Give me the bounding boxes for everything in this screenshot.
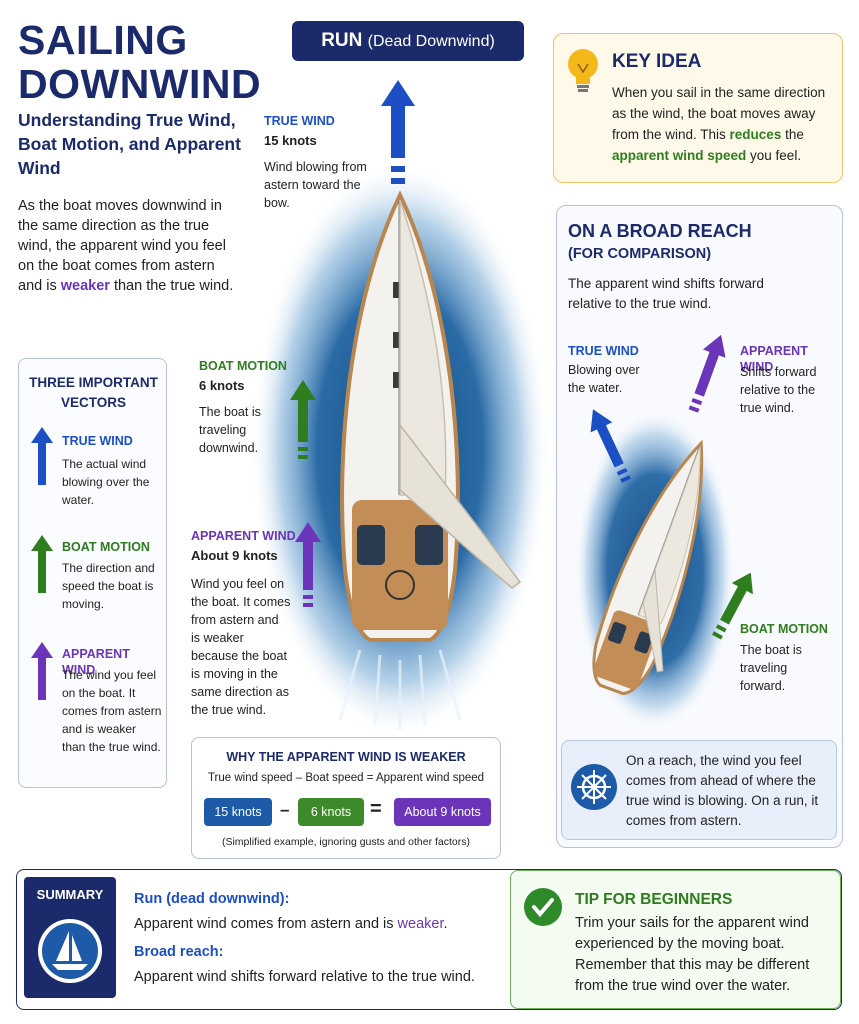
boat-motion-legend-arrow-icon — [31, 535, 53, 593]
why-title: WHY THE APPARENT WIND IS WEAKER — [226, 750, 466, 764]
reach-apparent-wind-title: APPARENT WIND — [740, 344, 808, 374]
summary-run-text: Apparent wind comes from astern and is w… — [134, 914, 448, 934]
reach-boat-motion-desc: The boat is traveling forward. — [740, 643, 802, 693]
run-pill-main: RUN — [321, 30, 363, 51]
why-footnote: (Simplified example, ignoring gusts and … — [221, 836, 471, 848]
key-idea-text: When you sail in the same direction as t… — [612, 82, 834, 166]
summary-run-emph: weaker — [397, 916, 444, 932]
reach-apparent-wind-desc: Shifts forward relative to the true wind… — [740, 365, 817, 415]
sailboat-icon — [38, 919, 102, 983]
reach-apparent-wind-arrow-icon — [688, 334, 726, 413]
run-apparent-wind-desc: Wind you feel on the boat. It comes from… — [191, 577, 291, 717]
true-wind-chip: 15 knots — [204, 798, 272, 826]
intro-text: As the boat moves downwind in the same d… — [18, 196, 238, 296]
key-idea-part-2: the — [781, 127, 804, 142]
run-boat-motion-desc: The boat is traveling downwind. — [199, 405, 261, 455]
run-true-wind-desc: Wind blowing from astern toward the bow. — [264, 160, 367, 210]
intro-part-1: As the boat moves downwind in the same d… — [18, 198, 226, 294]
run-boat-motion-title: BOAT MOTION — [199, 359, 287, 373]
vectors-heading-1: THREE IMPORTANT — [29, 375, 158, 390]
apparent-wind-legend-arrow-icon — [31, 642, 53, 700]
broad-reach-subtitle: (FOR COMPARISON) — [568, 246, 712, 262]
key-idea-part-3: you feel. — [746, 148, 802, 163]
title-line-2: DOWNWIND — [18, 61, 262, 107]
key-idea-part-1: When you sail in the same direction as t… — [612, 85, 826, 142]
key-idea-panel: KEY IDEA When you sail in the same direc… — [553, 33, 843, 183]
run-true-wind-speed: 15 knots — [264, 133, 317, 148]
ship-wheel-icon — [571, 764, 617, 810]
minus-sign: – — [280, 800, 290, 819]
run-apparent-wind-title: APPARENT WIND — [191, 529, 296, 543]
legend-true-wind-desc: The actual wind blowing over the water. — [62, 457, 150, 507]
vectors-panel: THREE IMPORTANT VECTORS TRUE WIND The ac… — [18, 358, 167, 788]
summary-reach-title: Broad reach: — [134, 944, 224, 960]
boat-speed-chip: 6 knots — [298, 798, 364, 826]
checkmark-icon — [524, 888, 562, 926]
apparent-wind-chip: About 9 knots — [394, 798, 491, 826]
reach-true-wind-arrow-icon — [590, 409, 631, 483]
tip-text: Trim your sails for the apparent wind ex… — [575, 915, 810, 994]
broad-reach-title: ON A BROAD REACH — [568, 221, 752, 241]
reach-boat-motion-title: BOAT MOTION — [740, 622, 828, 636]
key-idea-title: KEY IDEA — [612, 51, 702, 72]
legend-true-wind-title: TRUE WIND — [62, 434, 133, 448]
reach-note-panel: On a reach, the wind you feel comes from… — [561, 740, 837, 840]
page-title: SAILING DOWNWIND — [18, 18, 278, 106]
run-boom-sail — [399, 422, 522, 589]
intro-emphasis: weaker — [60, 278, 110, 294]
run-pill-paren: (Dead Downwind) — [367, 33, 495, 50]
summary-run-part-1: Apparent wind comes from astern and is — [134, 916, 398, 932]
reach-boat-motion-arrow-icon — [712, 572, 753, 640]
run-boat-illustration — [250, 160, 550, 730]
summary-reach-text: Apparent wind shifts forward relative to… — [134, 969, 475, 985]
legend-apparent-wind-title: APPARENT WIND — [62, 647, 130, 677]
boat-motion-arrow-icon — [290, 380, 316, 459]
legend-boat-motion-desc: The direction and speed the boat is movi… — [62, 561, 155, 611]
summary-label: SUMMARY — [36, 887, 104, 902]
reach-boat-illustration — [575, 410, 735, 730]
why-formula: True wind speed – Boat speed = Apparent … — [207, 772, 485, 784]
why-panel: WHY THE APPARENT WIND IS WEAKER True win… — [191, 737, 501, 859]
true-wind-legend-arrow-icon — [31, 427, 53, 485]
reach-true-wind-desc: Blowing over the water. — [568, 363, 640, 395]
reach-true-wind-title: TRUE WIND — [568, 344, 639, 358]
title-line-1: SAILING — [18, 17, 188, 63]
summary-run-part-2: . — [443, 916, 448, 932]
legend-apparent-wind-desc: The wind you feel on the boat. It comes … — [62, 668, 162, 754]
key-idea-emph-1: reduces — [729, 127, 782, 142]
true-wind-arrow-icon — [381, 80, 415, 184]
reach-note-text: On a reach, the wind you feel comes from… — [626, 753, 819, 828]
tip-title: TIP FOR BEGINNERS — [575, 891, 733, 908]
apparent-wind-arrow-icon — [295, 522, 321, 607]
summary-label-block: SUMMARY — [24, 877, 116, 998]
run-apparent-wind-speed: About 9 knots — [191, 548, 278, 563]
intro-part-2: than the true wind. — [109, 278, 234, 294]
run-boat-motion-speed: 6 knots — [199, 378, 245, 393]
key-idea-emph-2: apparent wind speed — [612, 148, 747, 163]
broad-reach-desc: The apparent wind shifts forward relativ… — [568, 276, 764, 311]
tip-panel: TIP FOR BEGINNERS Trim your sails for th… — [510, 870, 841, 1009]
run-pill: RUN (Dead Downwind) — [292, 21, 524, 61]
vectors-heading-2: VECTORS — [60, 395, 126, 410]
run-true-wind-title: TRUE WIND — [264, 114, 335, 128]
summary-run-title: Run (dead downwind): — [134, 891, 290, 907]
lightbulb-icon — [568, 49, 598, 92]
equals-sign: = — [370, 798, 382, 820]
page-subtitle: Understanding True Wind, Boat Motion, an… — [18, 110, 241, 178]
legend-boat-motion-title: BOAT MOTION — [62, 540, 150, 554]
wake-lines — [338, 649, 462, 730]
